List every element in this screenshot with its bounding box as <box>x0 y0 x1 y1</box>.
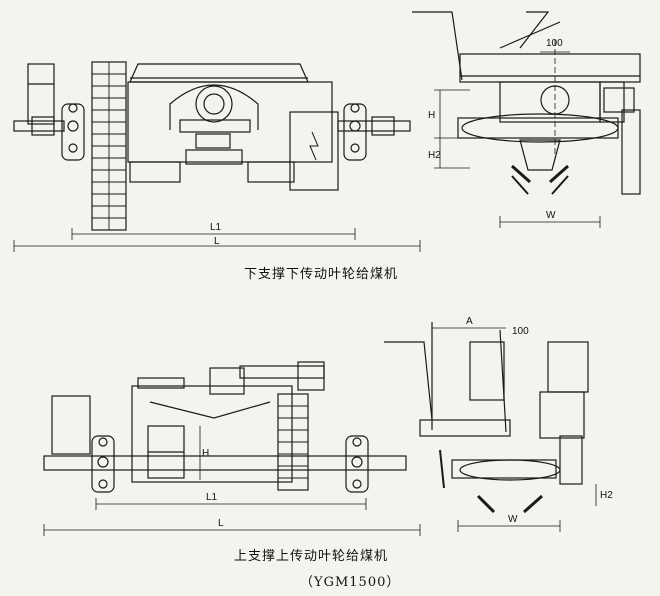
bottom-dim-l: L <box>218 518 224 529</box>
bottom-side-view <box>384 322 597 532</box>
bottom-dim-w: W <box>508 514 518 525</box>
top-dim-l: L <box>214 236 220 247</box>
bottom-front-view <box>43 361 421 536</box>
top-dim-100: 100 <box>546 38 563 49</box>
top-side-view <box>412 11 641 228</box>
bottom-dim-100: 100 <box>512 326 529 337</box>
bottom-dim-h2: H2 <box>600 490 613 501</box>
bottom-dim-h: H <box>202 448 210 459</box>
bottom-diagram-subtitle: （YGM1500） <box>300 575 401 590</box>
top-dim-w: W <box>546 210 556 221</box>
bottom-diagram-title: 上支撑上传动叶轮给煤机 <box>234 549 389 564</box>
top-dim-l1: L1 <box>210 222 222 233</box>
top-diagram-title: 下支撑下传动叶轮给煤机 <box>244 267 399 282</box>
top-dim-h2: H2 <box>428 150 441 161</box>
top-front-view <box>13 61 421 252</box>
bottom-dim-l1: L1 <box>206 492 218 503</box>
bottom-dim-a: A <box>466 316 473 327</box>
top-dim-h: H <box>428 110 436 121</box>
